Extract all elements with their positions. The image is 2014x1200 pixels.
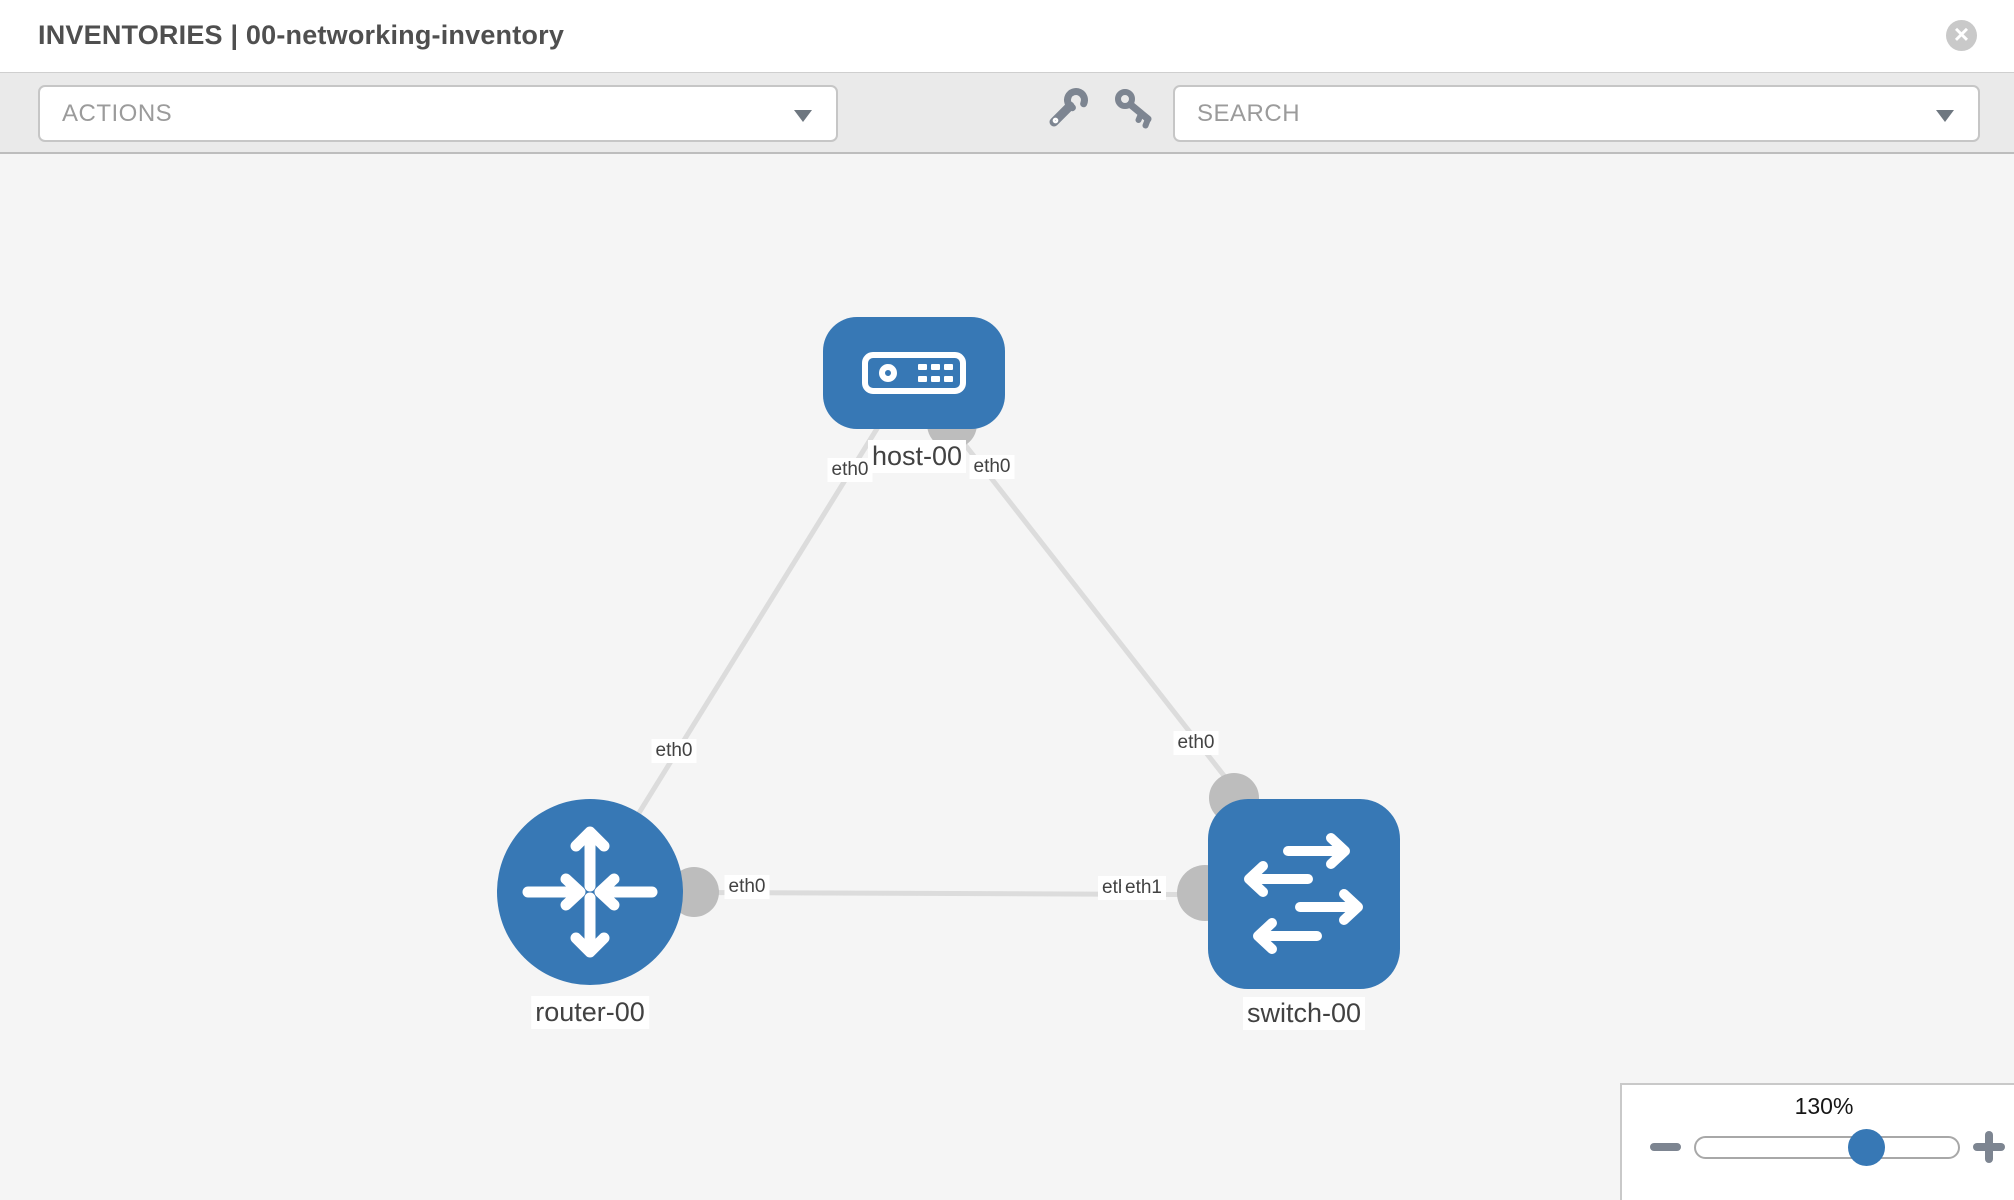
page-title: INVENTORIES | 00-networking-inventory [38, 20, 565, 50]
actions-dropdown[interactable]: ACTIONS [38, 85, 838, 142]
search-dropdown-label: SEARCH [1197, 99, 1301, 127]
plus-icon [1985, 1131, 1993, 1163]
header-bar: INVENTORIES | 00-networking-inventory × [0, 0, 2014, 73]
chevron-down-icon [1936, 110, 1954, 122]
links [587, 421, 1305, 898]
interface-label: eth0 [827, 458, 873, 482]
interface-label: eth1 [1121, 876, 1166, 900]
node-label-router: router-00 [531, 996, 649, 1030]
node-switch-00[interactable] [1208, 799, 1400, 989]
search-dropdown[interactable]: SEARCH [1173, 85, 1980, 142]
host-icon [862, 352, 966, 394]
interface-label: eth0 [969, 455, 1015, 479]
switch-icon [1244, 833, 1363, 954]
interface-label: eth0 [724, 875, 770, 899]
zoom-panel: 130% [1620, 1083, 2014, 1200]
zoom-value: 130% [1794, 1093, 1854, 1119]
node-label-switch: switch-00 [1242, 997, 1366, 1031]
toolbar: ACTIONS SEARCH [0, 73, 2014, 154]
node-label-host: host-00 [867, 440, 967, 474]
close-icon: × [1953, 19, 1970, 49]
chevron-down-icon [794, 110, 812, 122]
zoom-in-button[interactable] [1973, 1131, 2005, 1163]
node-host-00[interactable] [823, 317, 1005, 429]
interface-label: eth0 [1173, 731, 1219, 755]
zoom-slider-track[interactable] [1694, 1136, 1960, 1159]
close-button[interactable]: × [1946, 20, 1977, 51]
key-icon [1115, 89, 1152, 129]
node-router-00[interactable] [497, 799, 683, 985]
zoom-slider-thumb[interactable] [1848, 1129, 1885, 1166]
topology-graph [497, 317, 1400, 989]
zoom-out-button[interactable] [1650, 1143, 1681, 1151]
credentials-button[interactable] [1112, 86, 1156, 130]
topology-canvas[interactable]: host-00 router-00 switch-00 eth0 eth0 et… [0, 155, 2014, 1200]
wrench-icon [1049, 88, 1088, 127]
tools-button[interactable] [1046, 86, 1090, 130]
link-host-switch[interactable] [946, 421, 1274, 839]
router-icon [522, 826, 658, 958]
interface-label: eth0 [651, 739, 697, 763]
actions-dropdown-label: ACTIONS [62, 99, 173, 127]
interface-connectors [669, 399, 1259, 921]
